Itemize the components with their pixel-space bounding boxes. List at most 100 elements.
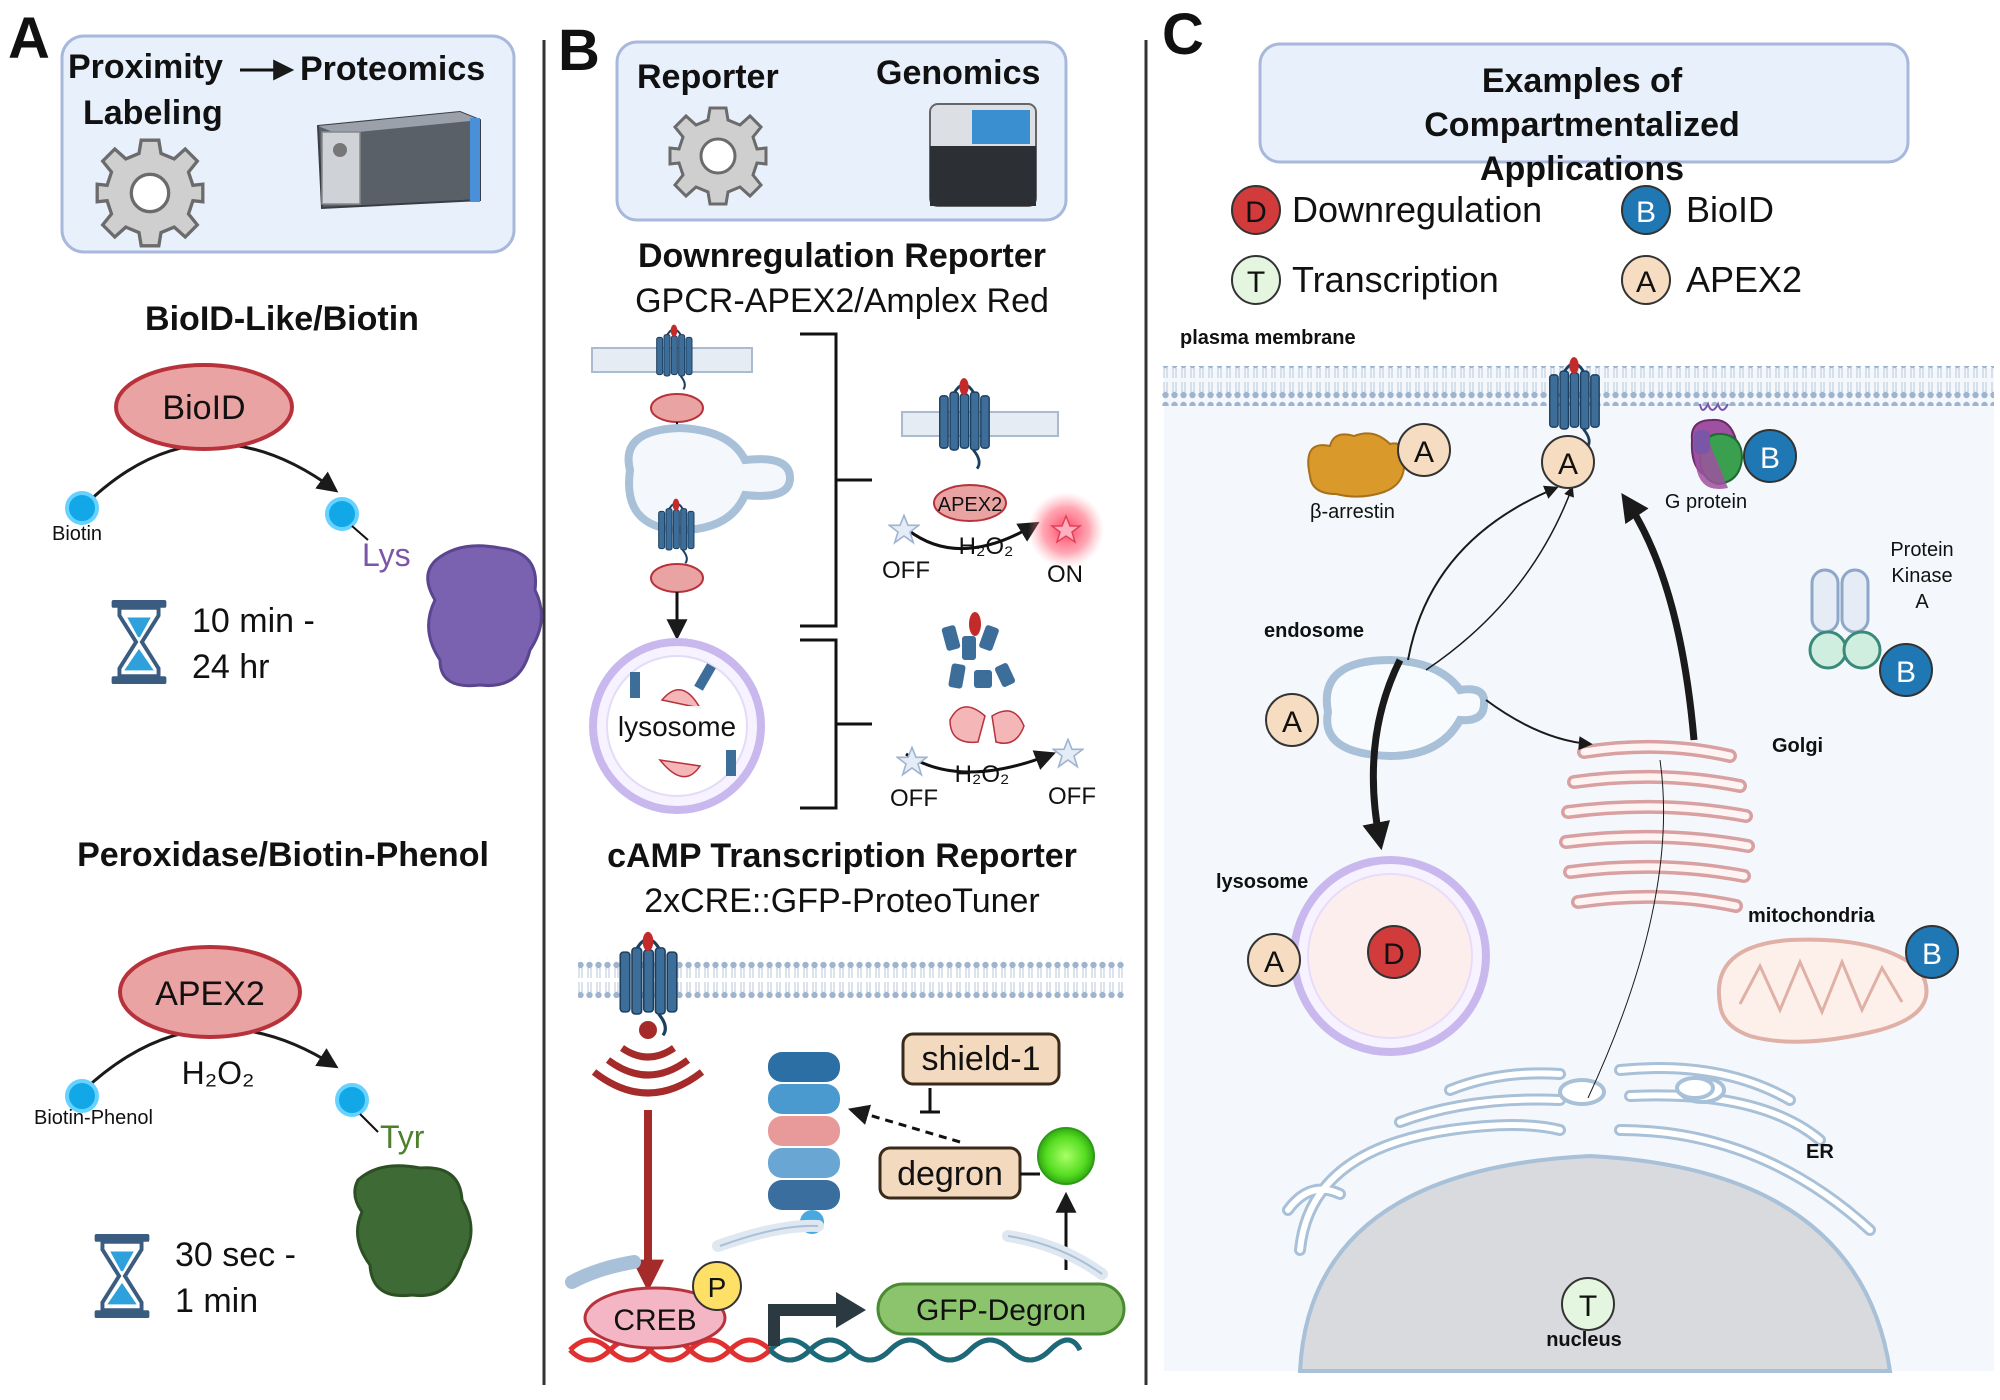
star-off-icon-2 <box>896 746 928 776</box>
time1-line2: 24 hr <box>192 648 270 686</box>
bracket-bottom <box>800 638 838 810</box>
g-protein-label: G protein <box>1665 491 1747 513</box>
nuclear-envelope <box>712 1219 824 1252</box>
hourglass-icon <box>112 600 167 684</box>
degradation-arrow <box>847 1104 961 1144</box>
golgi-to-pm-arrow <box>1621 493 1698 741</box>
lys-label: Lys <box>362 537 411 573</box>
proteomics-label: Proteomics <box>300 50 485 88</box>
badge-b-mito-key: B <box>1922 938 1942 971</box>
endosome-b <box>624 423 795 535</box>
shield-1-label: shield-1 <box>921 1040 1040 1078</box>
biotin-label: Biotin <box>52 523 102 545</box>
camp-subtitle: 2xCRE::GFP-ProteoTuner <box>644 882 1040 920</box>
pka-label-1: Protein <box>1890 539 1953 561</box>
gfp-degron-box <box>876 1282 1126 1336</box>
panel-c-title-1: Examples of <box>1482 62 1683 100</box>
biotin-phenol-bound <box>335 1083 369 1117</box>
off-label-1: OFF <box>882 557 930 584</box>
panel-c-title-2: Compartmentalized <box>1424 106 1740 144</box>
legend-d-badge <box>1231 185 1281 235</box>
amplex-reaction-arrow <box>907 521 1040 551</box>
plasma-membrane-label: plasma membrane <box>1180 327 1356 349</box>
badge-t-nucleus-key: T <box>1579 1290 1597 1323</box>
badge-a-lysosome-key: A <box>1264 946 1284 979</box>
apex2-tag-1 <box>650 393 704 423</box>
legend-d-key: D <box>1245 196 1267 229</box>
badge-d-lysosome <box>1367 925 1421 979</box>
badge-b-gprotein-key: B <box>1760 442 1780 475</box>
panel-a: A Proximity Labeling Proteomics BioID-Li… <box>8 6 543 1320</box>
gfp-degron-label: GFP-Degron <box>916 1294 1086 1327</box>
signal-wave-icon <box>591 1069 705 1097</box>
p-label: P <box>708 1272 727 1303</box>
gpcr-receptor-1 <box>655 323 694 390</box>
endosome-to-pm-arrow <box>1425 486 1574 671</box>
nucleus <box>1297 1153 1893 1373</box>
h2o2-label-b2: H₂O₂ <box>955 761 1010 788</box>
biotin-bound <box>325 497 359 531</box>
bioid-reaction-arrow <box>80 442 339 510</box>
er-to-golgi-line <box>1587 759 1665 1099</box>
biotin-phenol-label: Biotin-Phenol <box>34 1107 153 1129</box>
lysosome-label-b: lysosome <box>618 711 736 742</box>
panel-a-letter: A <box>8 6 50 71</box>
creb-label: CREB <box>613 1304 696 1337</box>
biotin-molecule <box>65 491 99 525</box>
badge-a-pm-key: A <box>1558 448 1578 481</box>
badge-d-lysosome-key: D <box>1383 938 1405 971</box>
badge-a-arrestin-key: A <box>1414 436 1434 469</box>
tyr-label: Tyr <box>380 1119 425 1155</box>
reporter-label: Reporter <box>637 58 779 96</box>
time2-line2: 1 min <box>175 1282 258 1320</box>
mass-spectrometer-icon <box>316 110 481 210</box>
nucleus-label: nucleus <box>1546 1329 1622 1351</box>
proteasome-icon <box>768 1052 840 1234</box>
star-on-icon <box>1049 513 1083 544</box>
legend-b-label: BioID <box>1686 189 1774 230</box>
biotin-section-title: BioID-Like/Biotin <box>145 300 419 338</box>
panel-c-letter: C <box>1162 2 1204 67</box>
endosome-to-lysosome-arrow <box>1362 658 1404 851</box>
membrane-b2 <box>901 411 1059 437</box>
time1-line1: 10 min - <box>192 602 315 640</box>
badge-a-arrestin <box>1397 423 1451 477</box>
badge-b-gprotein <box>1743 429 1797 483</box>
apex2-enzyme <box>118 945 302 1039</box>
panel-b: B Reporter Genomics Downregulation Repor… <box>558 18 1126 1363</box>
legend: D Downregulation B BioID T Transcription… <box>1231 185 1802 305</box>
dna-strand-2 <box>768 1337 1083 1363</box>
panel-c: C Examples of Compartmentalized Applicat… <box>1160 2 1994 1373</box>
badge-b-pka-key: B <box>1896 656 1916 689</box>
badge-a-endosome-key: A <box>1282 706 1302 739</box>
target-protein-purple <box>426 544 543 688</box>
badge-a-endosome <box>1265 693 1319 747</box>
badge-b-mito <box>1905 925 1959 979</box>
badge-a-lysosome <box>1247 933 1301 987</box>
pka-label-3: A <box>1915 591 1929 613</box>
legend-a-badge <box>1621 255 1671 305</box>
gear-icon-b <box>668 106 768 206</box>
h2o2-label-b1: H₂O₂ <box>959 533 1014 560</box>
apex2-label-b: APEX2 <box>938 494 1002 516</box>
bioid-enzyme-label: BioID <box>162 389 245 427</box>
gfp-protein <box>1037 1127 1095 1185</box>
proximity-label: Proximity <box>68 48 223 86</box>
apex2-enzyme-label: APEX2 <box>155 975 265 1013</box>
time2-line1: 30 sec - <box>175 1236 296 1274</box>
panel-c-title-box <box>1258 42 1910 164</box>
off-label-3: OFF <box>1048 783 1096 810</box>
legend-b-key: B <box>1636 196 1656 229</box>
star-off-icon-3 <box>1052 738 1084 768</box>
sequencer-icon <box>929 103 1037 207</box>
degron-label: degron <box>897 1155 1003 1193</box>
downreg-subtitle: GPCR-APEX2/Amplex Red <box>635 282 1049 320</box>
lysosome-label-c: lysosome <box>1216 871 1308 893</box>
badge-b-pka <box>1879 643 1933 697</box>
legend-d-label: Downregulation <box>1292 189 1542 230</box>
legend-a-key: A <box>1636 266 1656 299</box>
creb-protein <box>583 1286 727 1350</box>
shield-1-box <box>901 1032 1061 1086</box>
bracket-top <box>800 332 838 628</box>
